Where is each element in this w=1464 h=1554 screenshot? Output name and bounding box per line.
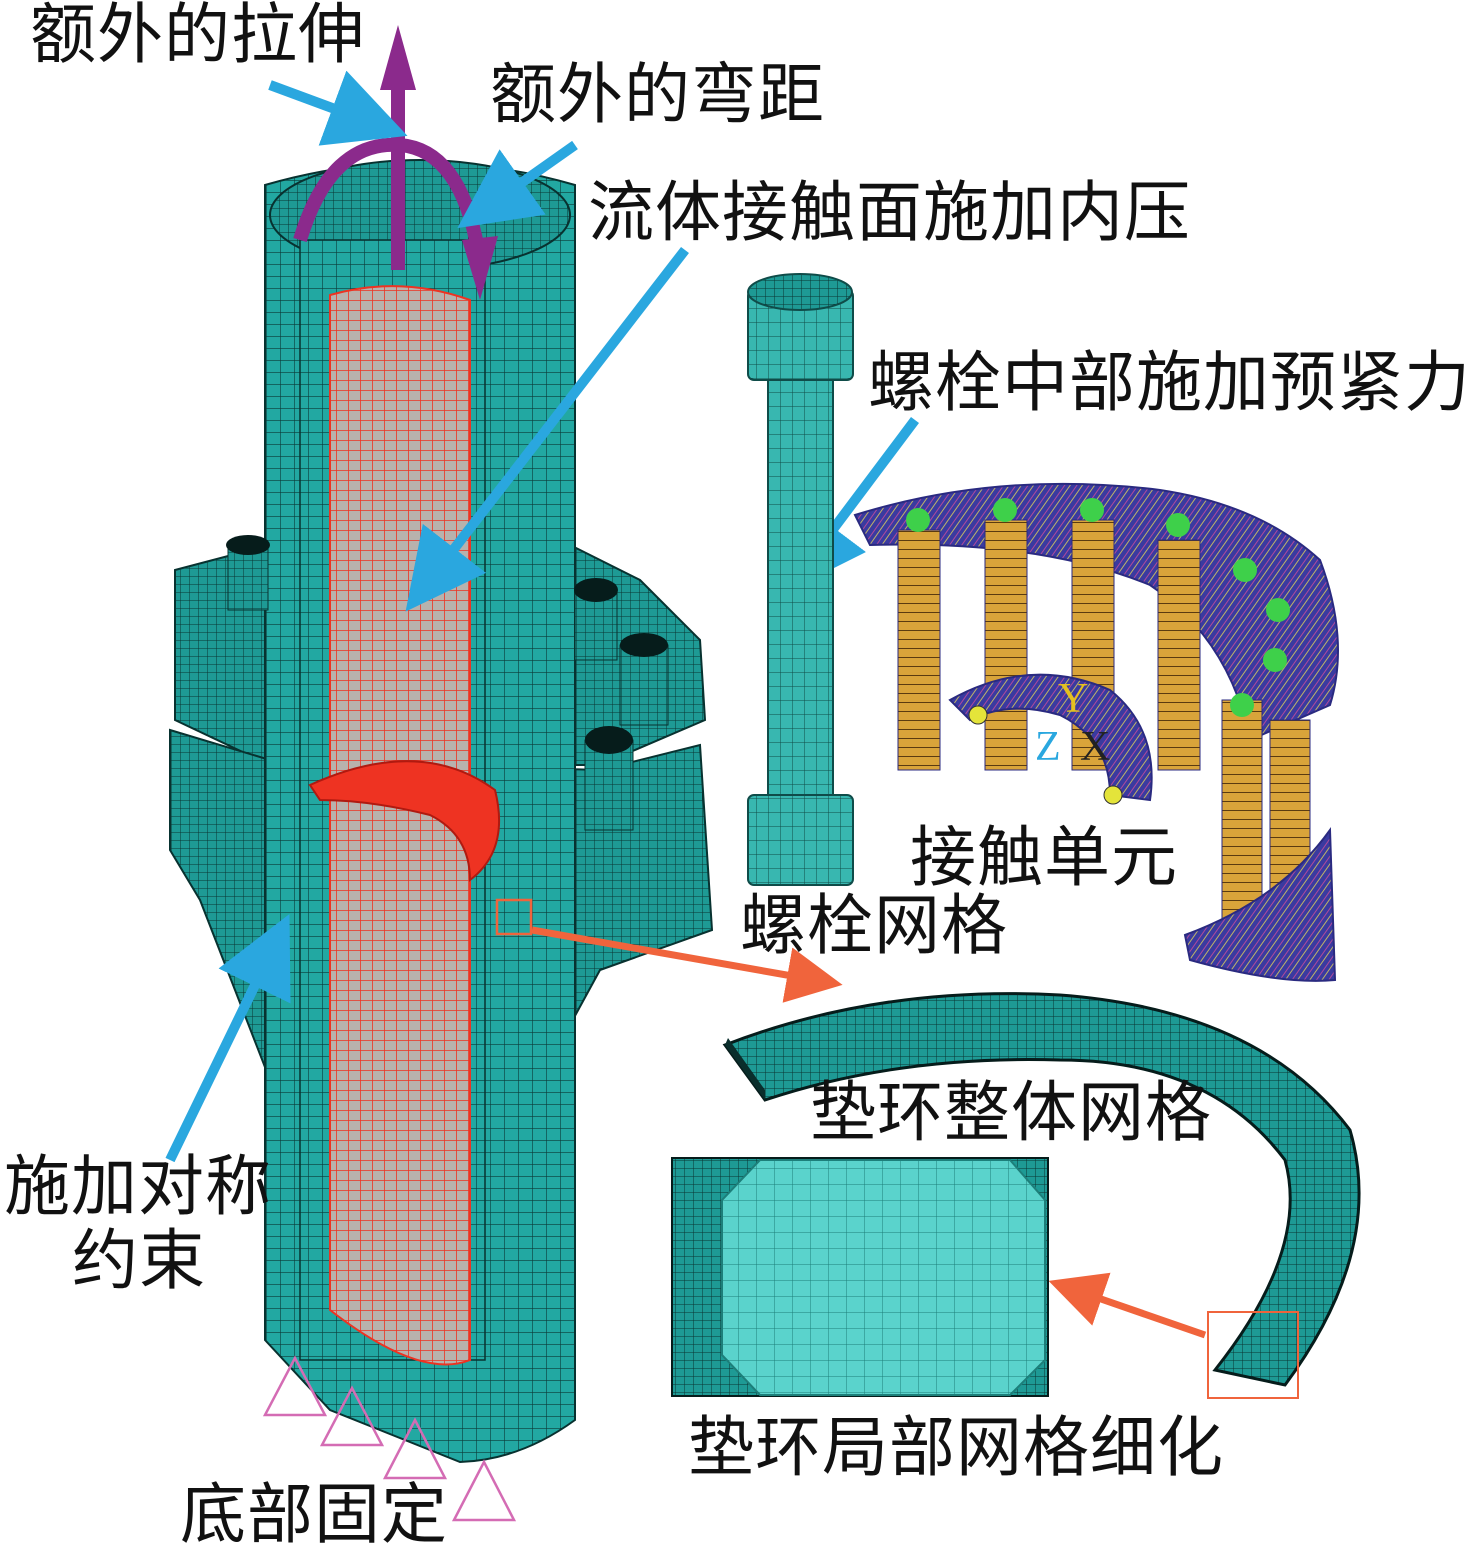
bending-callout-arrow <box>457 140 578 229</box>
contact-lower-plate <box>1183 827 1337 982</box>
axis-triad: Y Z X <box>1035 676 1110 770</box>
contact-inner-ring <box>948 673 1153 802</box>
support-triangle <box>262 1355 328 1417</box>
support-triangle <box>451 1459 517 1522</box>
bolt-mesh-model <box>747 273 854 886</box>
gasket-end-highlight <box>1207 1311 1299 1399</box>
internal-pressure-label: 流体接触面施加内压 <box>588 174 1191 251</box>
bolt-preload-label: 螺栓中部施加预紧力 <box>868 344 1464 421</box>
symmetry-constraint-line1: 施加对称 <box>4 1148 272 1225</box>
contact-elements-model: Y Z X <box>853 482 1339 982</box>
contact-bolts <box>897 498 1311 951</box>
callout-arrows <box>165 70 919 1163</box>
bottom-supports <box>262 1355 517 1522</box>
symmetry-constraint-label: 施加对称 约束 <box>4 1150 304 1298</box>
bolt-mesh-label: 螺栓网格 <box>740 887 1008 964</box>
gasket-detail-marker <box>495 898 533 936</box>
gasket-ring-model <box>722 992 1361 1399</box>
extra-tension-label: 额外的拉伸 <box>30 0 365 73</box>
bottom-fixed-label: 底部固定 <box>180 1476 448 1553</box>
gasket-detail-arrow <box>531 926 843 1003</box>
local-refinement-arrow <box>1048 1272 1207 1339</box>
flange-bolt-bosses <box>226 535 669 831</box>
support-triangle <box>319 1385 385 1447</box>
pressure-callout-arrow <box>405 246 689 612</box>
axis-x-label: X <box>1080 724 1110 770</box>
gasket-ring-section <box>308 760 501 883</box>
contact-elements-label: 接触单元 <box>910 819 1178 896</box>
tension-callout-arrow <box>268 70 408 146</box>
symmetry-callout-arrow <box>165 914 291 1163</box>
extra-bending-label: 额外的弯距 <box>490 56 825 133</box>
support-triangle <box>382 1417 448 1480</box>
axis-y-label: Y <box>1058 676 1088 722</box>
symmetry-constraint-line2: 约束 <box>72 1221 206 1299</box>
gasket-local-mesh <box>671 1157 1049 1397</box>
gasket-ring-arc <box>722 992 1361 1387</box>
detail-arrows <box>531 926 1207 1339</box>
gasket-local-refinement-label: 垫环局部网格细化 <box>688 1409 1224 1486</box>
tension-arrow-head <box>380 25 416 90</box>
gasket-overall-mesh-label: 垫环整体网格 <box>810 1074 1212 1151</box>
axis-z-label: Z <box>1035 724 1061 770</box>
